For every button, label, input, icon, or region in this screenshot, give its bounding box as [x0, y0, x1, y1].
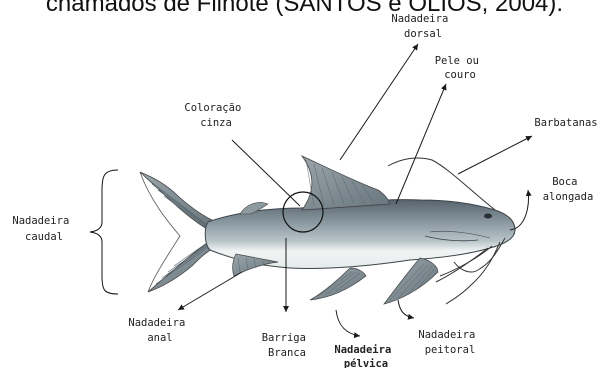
label-nadadeira-peitoral: Nadadeira peitoral [418, 329, 481, 356]
header-caption: chamados de Filhote (SANTOS e OLIOS, 200… [0, 0, 609, 22]
arrow-pelvica [336, 310, 360, 336]
label-pele-couro: Pele ou couro [435, 55, 486, 81]
pectoral-fin [384, 258, 438, 304]
label-barbatanas: Barbatanas [534, 117, 597, 129]
arrow-dorsal [340, 44, 418, 160]
pelvic-fin [310, 268, 366, 300]
caudal-bracket [90, 170, 118, 294]
label-coloracao: Coloração cinza [184, 102, 247, 129]
dorsal-fin [302, 156, 390, 210]
label-nadadeira-anal: Nadadeira anal [128, 317, 191, 344]
caudal-fin [140, 172, 214, 292]
label-barriga: Barriga Branca [262, 332, 313, 359]
label-boca: Boca alongada [543, 176, 594, 203]
arrow-barbatanas [458, 136, 532, 174]
label-nadadeira-pelvica: Nadadeira pélvica [334, 344, 397, 368]
arrow-pele [396, 84, 446, 204]
arrow-peitoral [398, 300, 414, 318]
arrow-coloracao [232, 140, 300, 206]
arrow-anal [178, 272, 242, 310]
label-nadadeira-caudal: Nadadeira caudal [12, 215, 75, 243]
